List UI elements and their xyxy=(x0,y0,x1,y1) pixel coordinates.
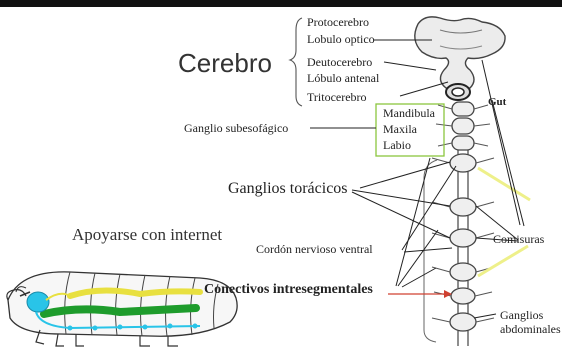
protocerebro-label: Protocerebro xyxy=(307,15,369,29)
apoyarse-text: Apoyarse con internet xyxy=(72,225,223,244)
comisuras-label: Comisuras xyxy=(493,232,545,246)
subesofagico-label: Ganglio subesofágico xyxy=(184,121,289,135)
gut-label: Gut xyxy=(488,96,507,108)
maxila-label: Maxila xyxy=(383,122,417,136)
cerebro-title: Cerebro xyxy=(178,48,272,78)
top-band xyxy=(0,0,562,7)
ganglios-toracicos-label: Ganglios torácicos xyxy=(228,180,348,197)
lobulo-antenal-label: Lóbulo antenal xyxy=(307,71,380,85)
lobulo-optico-label: Lobulo optico xyxy=(307,32,375,46)
mandibula-label: Mandibula xyxy=(383,106,435,120)
larva-illustration xyxy=(6,271,238,347)
cordon-label: Cordón nervioso ventral xyxy=(256,242,373,256)
tritocerebro-label: Tritocerebro xyxy=(307,90,367,104)
ventral-nerve-cord xyxy=(449,101,477,332)
ganglios-abdominales-label-1: Ganglios xyxy=(500,308,544,322)
brain-shape xyxy=(414,16,506,91)
ganglios-abdominales-label-2: abdominales xyxy=(500,322,561,336)
mouthparts-bracket xyxy=(375,103,445,157)
deutocerebro-label: Deutocerebro xyxy=(307,55,373,69)
labio-label: Labio xyxy=(383,138,411,152)
conectivos-label: Conectivos intresegmentales xyxy=(204,282,373,297)
